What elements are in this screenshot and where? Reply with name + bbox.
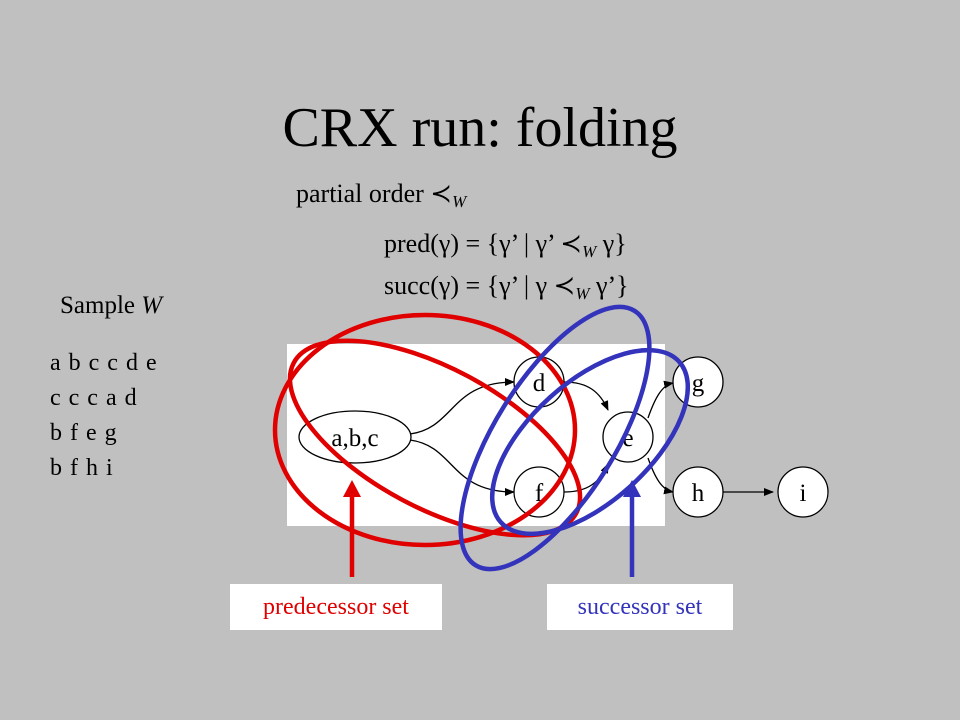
node-e-label: e xyxy=(622,425,633,452)
pred-definition: pred(γ) = {γ’ | γ’ ≺W γ} xyxy=(384,228,627,268)
slide-title: CRX run: folding xyxy=(282,97,678,159)
sample-label-text: Sample xyxy=(60,292,135,319)
node-i: i xyxy=(777,466,829,518)
node-f: f xyxy=(513,466,565,518)
sample-label: Sample W xyxy=(60,290,162,322)
node-h-label: h xyxy=(692,480,705,507)
predecessor-ellipse-outer xyxy=(272,312,578,548)
node-abc-label: a,b,c xyxy=(331,425,378,452)
sample-label-variable: W xyxy=(141,292,163,319)
successor-pointer-arrowhead xyxy=(623,480,641,497)
edge-abc-d xyxy=(409,378,515,435)
edge-e-h xyxy=(647,457,674,495)
sample-lines: a b c c d e c c c a d b f e g b f h i xyxy=(50,346,158,486)
predecessor-set-label: predecessor set xyxy=(230,584,442,630)
node-f-label: f xyxy=(535,480,544,507)
succ-definition-subscript: W xyxy=(575,284,590,303)
succ-definition-right: γ’} xyxy=(596,271,629,300)
successor-ellipse-left xyxy=(458,304,652,572)
partial-order-text: partial order ≺ xyxy=(296,179,453,208)
partial-order-formula: partial order ≺W xyxy=(296,178,466,218)
node-d-label: d xyxy=(533,370,546,397)
succ-definition: succ(γ) = {γ’ | γ ≺W γ’} xyxy=(384,270,629,310)
node-g-label: g xyxy=(692,370,705,397)
predecessor-pointer-arrowhead xyxy=(343,480,361,497)
sample-line: b f e g xyxy=(50,420,118,446)
pred-definition-left: pred(γ) = {γ’ | γ’ ≺ xyxy=(384,229,583,258)
successor-set-label: successor set xyxy=(547,584,733,630)
edge-e-g xyxy=(647,380,674,419)
sample-line: a b c c d e xyxy=(50,350,158,376)
partial-order-subscript: W xyxy=(452,192,467,211)
pred-definition-right: γ} xyxy=(602,229,627,258)
node-abc: a,b,c xyxy=(298,410,412,464)
node-e: e xyxy=(602,411,654,463)
sample-line: b f h i xyxy=(50,455,114,481)
node-i-label: i xyxy=(800,480,807,507)
succ-definition-left: succ(γ) = {γ’ | γ ≺ xyxy=(384,271,576,300)
sample-line: c c c a d xyxy=(50,385,138,411)
node-h: h xyxy=(672,466,724,518)
pred-definition-subscript: W xyxy=(582,242,597,261)
